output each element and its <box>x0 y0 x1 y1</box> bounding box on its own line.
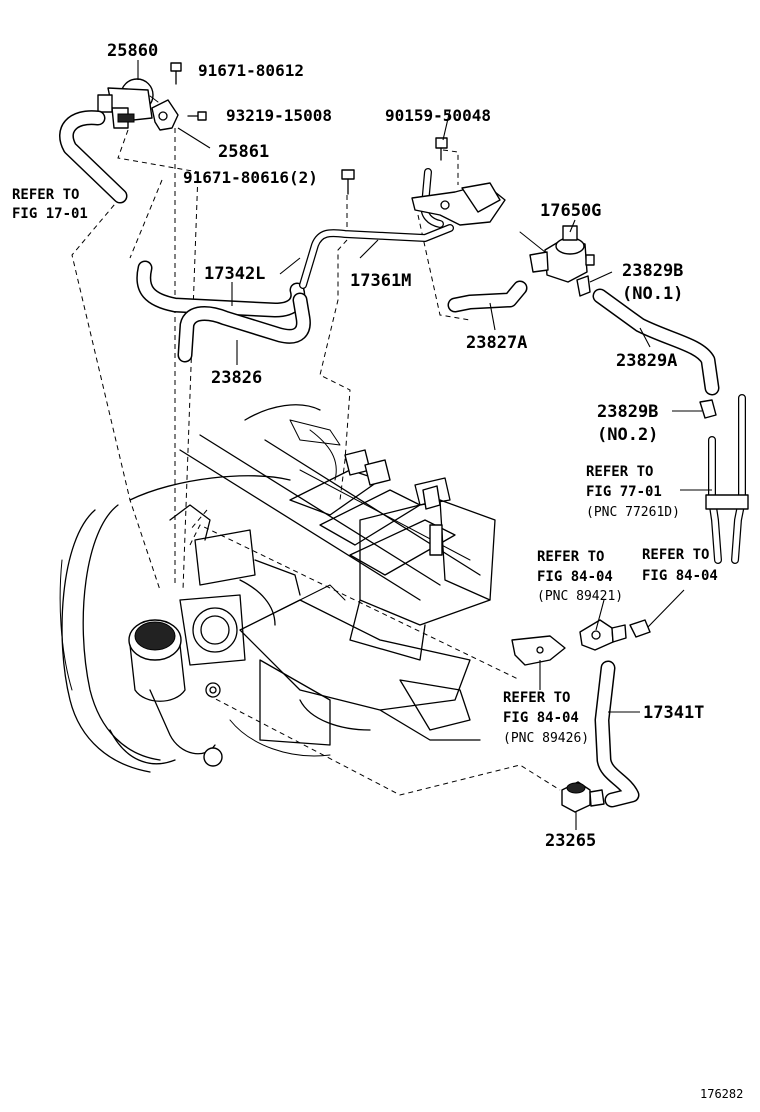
label-23265: 23265 <box>545 831 596 851</box>
label-91671-80616: 91671-80616(2) <box>183 168 318 187</box>
label-leader-lines <box>137 60 712 830</box>
reference-labels: REFER TO FIG 17-01 REFER TO FIG 77-01 (P… <box>12 187 718 746</box>
ref-84-04-c-line1: REFER TO <box>503 690 570 706</box>
hose-to-fig-17-01[interactable] <box>59 110 128 204</box>
hose-23829A[interactable] <box>592 288 720 396</box>
bolt-90159-50048[interactable] <box>435 137 448 161</box>
label-17361M: 17361M <box>350 271 411 291</box>
ref-17-01-line2: FIG 17-01 <box>12 206 88 222</box>
label-90159-50048: 90159-50048 <box>385 106 491 125</box>
engine-illustration <box>59 404 496 773</box>
ref-84-04-c-pnc: (PNC 89426) <box>503 731 589 746</box>
sensor-pnc-89421[interactable] <box>579 619 651 651</box>
ref-77-01-pnc: (PNC 77261D) <box>586 505 680 520</box>
label-23829B-no2: 23829B <box>597 402 658 422</box>
ref-77-01-line2: FIG 77-01 <box>586 484 662 500</box>
bracket-part-25861[interactable] <box>151 99 179 131</box>
label-23829B-no1: 23829B <box>622 261 683 281</box>
bolt-91671-80612[interactable] <box>170 62 182 85</box>
sensor-23265[interactable] <box>561 781 605 813</box>
hose-17341T[interactable] <box>594 660 640 808</box>
part-labels: 25860 91671-80612 93219-15008 25861 9167… <box>107 41 704 851</box>
label-23829B-no1-note: (NO.1) <box>622 284 683 304</box>
label-93219-15008: 93219-15008 <box>226 106 332 125</box>
label-91671-80612: 91671-80612 <box>198 61 304 80</box>
pipes-to-fig-77-01[interactable] <box>705 394 749 564</box>
ref-17-01-line1: REFER TO <box>12 187 79 203</box>
ref-84-04-c-line2: FIG 84-04 <box>503 710 579 726</box>
ref-84-04-a-line2: FIG 84-04 <box>537 569 613 585</box>
bolt-93219-15008[interactable] <box>187 111 207 121</box>
label-23829A: 23829A <box>616 351 677 371</box>
label-17342L: 17342L <box>204 264 265 284</box>
label-17650G: 17650G <box>540 201 601 221</box>
label-17341T: 17341T <box>643 703 704 723</box>
label-25861: 25861 <box>218 142 269 162</box>
bolt-91671-80616[interactable] <box>341 169 355 195</box>
pipe-17361M[interactable] <box>299 224 454 289</box>
vsv-part-17650G[interactable] <box>519 225 595 283</box>
label-25860: 25860 <box>107 41 158 61</box>
ref-84-04-b-line1: REFER TO <box>642 547 709 563</box>
hose-23827A[interactable] <box>447 280 528 313</box>
ref-84-04-b-line2: FIG 84-04 <box>642 568 718 584</box>
bracket-upper-right[interactable] <box>411 182 506 226</box>
hose-23826[interactable] <box>177 292 311 363</box>
ref-77-01-line1: REFER TO <box>586 464 653 480</box>
label-23829B-no2-note: (NO.2) <box>597 425 658 445</box>
clip-23829B-no1[interactable] <box>576 275 591 297</box>
vsv-part-25860[interactable] <box>97 78 159 129</box>
ref-84-04-a-line1: REFER TO <box>537 549 604 565</box>
figure-number: 176282 <box>700 1087 743 1101</box>
ref-84-04-a-pnc: (PNC 89421) <box>537 589 623 604</box>
clip-23829B-no2[interactable] <box>699 399 717 419</box>
label-23826: 23826 <box>211 368 262 388</box>
dashed-connector-lines <box>71 128 561 796</box>
label-23827A: 23827A <box>466 333 527 353</box>
bracket-pnc-89426[interactable] <box>511 635 566 666</box>
